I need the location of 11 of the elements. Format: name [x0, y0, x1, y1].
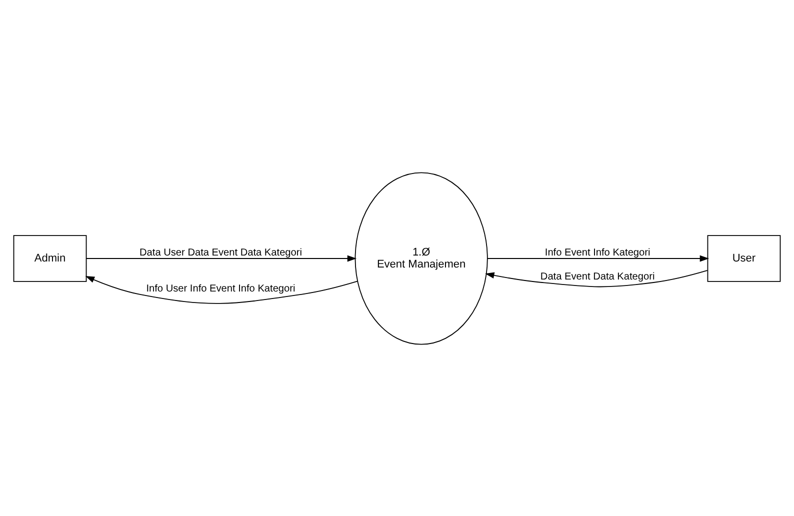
arrow [487, 254, 710, 262]
edge-label: Info Event Info Kategori [544, 247, 650, 258]
edge-label: Data Event Data Kategori [540, 270, 655, 282]
arrow [86, 254, 357, 262]
node-box: User [707, 234, 781, 282]
edge-label: Data User Data Event Data Kategori [140, 247, 302, 258]
edge-label: Info User Info Event Info Kategori [146, 282, 296, 294]
arrow [485, 269, 708, 287]
node-box: Admin [13, 234, 87, 282]
arrow [85, 276, 358, 304]
node-ellipse: 1.Ø Event Manajemen [354, 172, 488, 344]
